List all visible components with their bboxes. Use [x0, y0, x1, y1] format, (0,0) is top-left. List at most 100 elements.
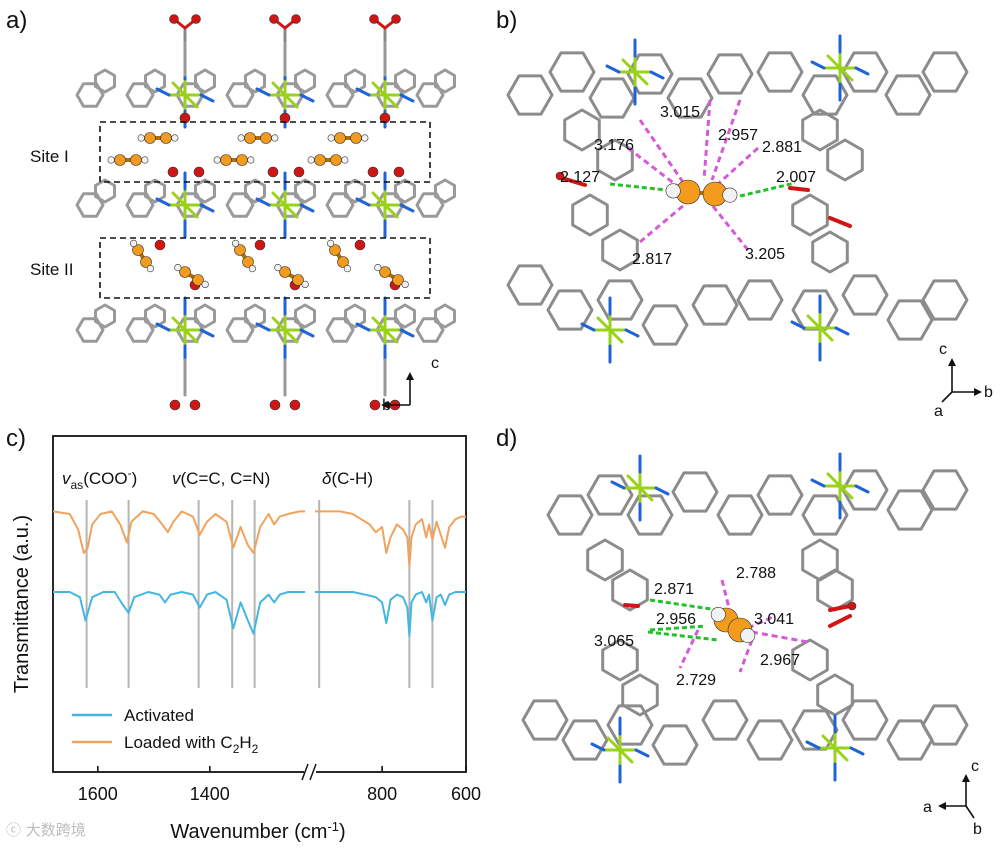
oxygen-atom: [279, 112, 291, 124]
aromatic-ring: [886, 719, 934, 761]
bond: [171, 81, 199, 109]
bond: [826, 472, 854, 500]
aromatic-ring: [801, 108, 839, 152]
aromatic-ring: [588, 77, 636, 119]
bond: [806, 314, 834, 342]
aromatic-ring: [244, 303, 266, 329]
aromatic-ring: [546, 494, 594, 536]
series-line-activated: [315, 591, 466, 638]
hydrogen-atom: [171, 134, 179, 142]
distance-label: 2.871: [654, 581, 694, 598]
bond: [624, 328, 640, 338]
carbon-atom: [392, 274, 404, 286]
aromatic-ring: [344, 68, 366, 94]
hydrogen-atom: [201, 280, 209, 289]
oxygen-atom: [354, 239, 366, 251]
aromatic-ring: [886, 489, 934, 531]
crystal-packing-drawing: [75, 14, 456, 411]
aromatic-ring: [294, 68, 316, 94]
hydrogen-atom: [341, 156, 349, 164]
carbon-atom: [132, 244, 144, 256]
legend: Activated Loaded with C2H2: [72, 706, 259, 756]
distance-label: 2.817: [632, 251, 672, 268]
carbon-atom: [160, 132, 172, 144]
carbon-atom: [379, 266, 391, 278]
bond: [155, 322, 171, 332]
aromatic-ring: [811, 230, 849, 274]
bond: [299, 203, 315, 213]
band-label-ch: δ(C-H): [322, 469, 373, 488]
oxygen-atom: [169, 399, 181, 411]
aromatic-ring: [921, 704, 969, 746]
oxygen-atom: [154, 239, 166, 251]
bond: [155, 87, 171, 97]
hydrogen-atom: [374, 264, 382, 272]
aromatic-ring: [816, 568, 854, 612]
distance-label: 2.729: [676, 672, 716, 689]
oxygen-atom: [179, 112, 191, 124]
bond: [355, 197, 371, 207]
aromatic-ring: [626, 494, 674, 536]
axis-b-label-b: b: [984, 384, 993, 401]
distance-label: 2.788: [736, 565, 776, 582]
axis-c-label-a: c: [431, 355, 439, 372]
aromatic-ring: [294, 303, 316, 329]
bond: [580, 322, 596, 332]
aromatic-ring: [194, 68, 216, 94]
aromatic-ring: [434, 303, 456, 329]
carbon-atom: [330, 154, 342, 166]
magenta-contact: [678, 629, 700, 669]
carbon-atom: [329, 244, 341, 256]
bond: [790, 320, 806, 330]
panel-b-label: b): [496, 7, 517, 34]
magenta-contact: [638, 119, 687, 186]
hydrogen-atom: [271, 134, 279, 142]
hydrogen-atom: [237, 134, 245, 142]
aromatic-ring: [596, 279, 644, 321]
axis-triad-d: c a b: [923, 758, 982, 838]
bond: [371, 81, 399, 109]
bond: [355, 87, 371, 97]
bond: [621, 58, 649, 86]
bond: [271, 191, 299, 219]
distance-label: 2.881: [762, 139, 802, 156]
hydrogen-atom: [146, 265, 154, 273]
axis-a-label-d: a: [923, 799, 932, 816]
site-1-binding-drawing: [506, 34, 969, 364]
aromatic-ring: [434, 178, 456, 204]
carbon-atom: [260, 132, 272, 144]
aromatic-ring: [691, 284, 739, 326]
aromatic-ring: [521, 699, 569, 741]
aromatic-ring: [641, 304, 689, 346]
bond: [821, 734, 849, 762]
bond: [854, 66, 870, 76]
site-2-box: [99, 237, 431, 299]
bond: [371, 191, 399, 219]
aromatic-ring: [506, 264, 554, 306]
x-tick-label: 800: [367, 784, 397, 804]
aromatic-ring: [756, 51, 804, 93]
bond: [623, 603, 640, 608]
hydrogen-atom: [361, 134, 369, 142]
oxygen-atom: [391, 14, 401, 24]
aromatic-ring: [921, 279, 969, 321]
axis-b-label-d: b: [973, 821, 982, 838]
magenta-contact: [747, 614, 776, 630]
plot-frame: [52, 435, 467, 773]
bond: [255, 197, 271, 207]
bond: [828, 216, 852, 228]
magenta-contact: [738, 639, 754, 673]
bond: [596, 316, 624, 344]
aromatic-ring: [194, 178, 216, 204]
aromatic-ring: [94, 303, 116, 329]
aromatic-ring: [884, 74, 932, 116]
panel-b: b) 3.015 2.957 3.176 2.881 2.127 2.007 2…: [490, 0, 1000, 420]
oxygen-atom: [189, 399, 201, 411]
x-tick-label: 1600: [78, 784, 118, 804]
axis-b-label-a: b: [382, 397, 391, 414]
aromatic-ring: [548, 51, 596, 93]
distance-label: 2.007: [776, 169, 816, 186]
bond: [610, 480, 626, 490]
aromatic-ring: [561, 719, 609, 761]
carbon-atom: [140, 256, 152, 268]
